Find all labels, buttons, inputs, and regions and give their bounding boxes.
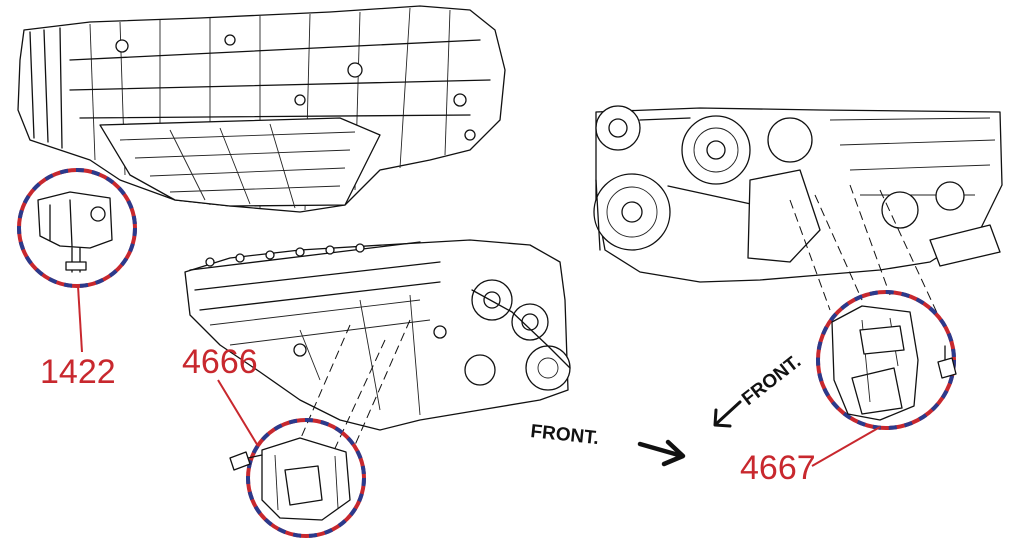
callout-4667-detail — [811, 290, 957, 467]
leader-line-4666 — [217, 379, 259, 447]
front-direction-label-2: FRONT. — [738, 351, 805, 410]
front-direction-label: FRONT. — [529, 421, 599, 449]
front-direction-arrow-left — [713, 400, 742, 428]
leader-line-4667 — [811, 426, 881, 467]
leader-line-1422 — [77, 285, 83, 353]
transmission-illustration — [17, 5, 506, 213]
callout-1422-detail — [17, 168, 137, 353]
front-direction-arrow-right — [637, 439, 686, 467]
engine-front-view-illustration — [593, 105, 1003, 331]
callout-4666-detail — [217, 379, 366, 538]
part-label-4667: 4667 — [740, 449, 816, 487]
part-label-4666: 4666 — [182, 343, 258, 381]
part-label-1422: 1422 — [40, 353, 116, 391]
engine-left-side-illustration — [184, 239, 571, 471]
